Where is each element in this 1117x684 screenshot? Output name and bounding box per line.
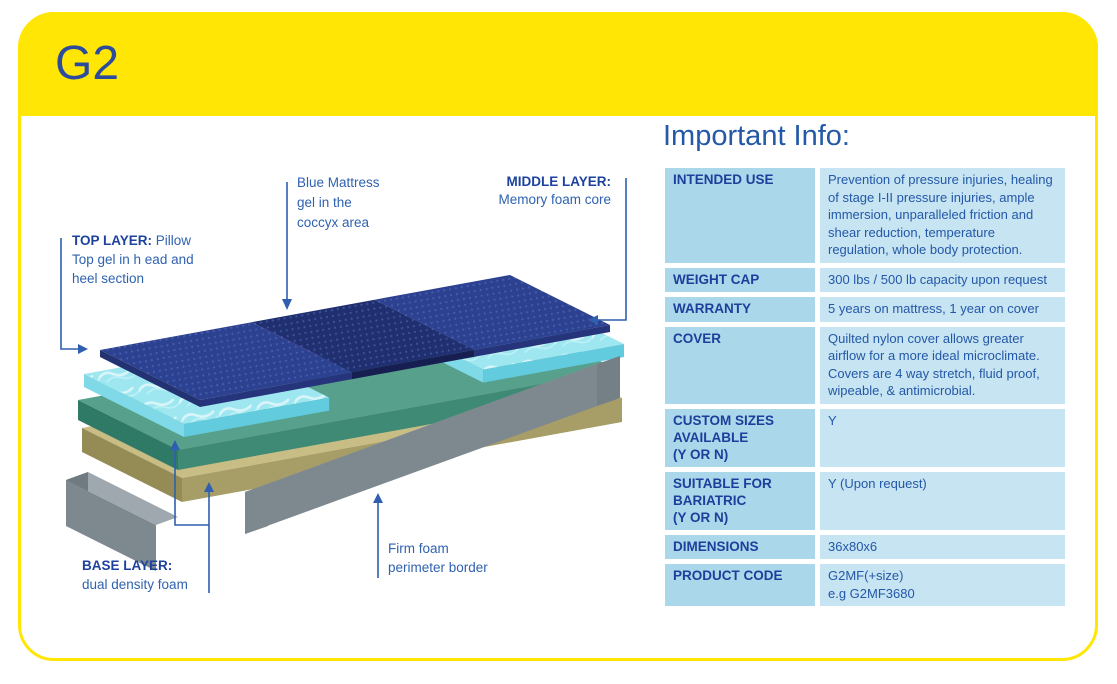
info-row-value: Quilted nylon cover allows greater airfl… [820,326,1065,404]
header-band: G2 [18,12,1098,116]
coccyx-label-line2: gel in the [297,195,352,210]
info-row-value: Y (Upon request) [820,471,1065,530]
top-layer-label-line2: Top gel in h ead and [72,252,194,267]
top-layer-label-prefix: TOP LAYER: [72,233,153,248]
firm-foam-label: Firm foam perimeter border [388,539,488,577]
info-row-value: 300 lbs / 500 lb capacity upon request [820,267,1065,292]
info-row-label: COVER [665,326,815,404]
info-row-label: WEIGHT CAP [665,267,815,292]
middle-layer-label-prefix: MIDDLE LAYER: [506,174,611,189]
info-row-value: Y [820,408,1065,467]
info-row-value: Prevention of pressure injuries, healing… [820,168,1065,263]
firm-foam-label-line2: perimeter border [388,560,488,575]
base-layer-label-prefix: BASE LAYER: [82,558,173,573]
info-row-label: CUSTOM SIZES AVAILABLE (Y OR N) [665,408,815,467]
base-layer-label: BASE LAYER: dual density foam [82,556,188,594]
info-row-label: DIMENSIONS [665,534,815,559]
table-row: INTENDED USE Prevention of pressure inju… [665,168,1065,263]
info-panel-title: Important Info: [663,120,850,152]
coccyx-gel-label: Blue Mattress gel in the coccyx area [297,173,380,233]
info-row-label: WARRANTY [665,297,815,322]
table-row: WEIGHT CAP 300 lbs / 500 lb capacity upo… [665,267,1065,292]
info-table: INTENDED USE Prevention of pressure inju… [665,168,1065,606]
info-row-label: PRODUCT CODE [665,564,815,606]
coccyx-label-line3: coccyx area [297,215,370,230]
table-row: COVER Quilted nylon cover allows greater… [665,326,1065,404]
top-layer-label-rest: Pillow [152,233,192,248]
info-row-label: SUITABLE FOR BARIATRIC (Y OR N) [665,471,815,530]
middle-layer-label-line2: Memory foam core [498,191,611,207]
table-row: CUSTOM SIZES AVAILABLE (Y OR N) Y [665,408,1065,467]
firm-foam-label-line1: Firm foam [388,541,449,556]
page-title: G2 [55,37,120,90]
table-row: PRODUCT CODE G2MF(+size) e.g G2MF3680 [665,564,1065,606]
top-layer-label: TOP LAYER: Pillow Top gel in h ead and h… [72,231,194,288]
middle-layer-label: MIDDLE LAYER: Memory foam core [491,173,611,208]
table-row: SUITABLE FOR BARIATRIC (Y OR N) Y (Upon … [665,471,1065,530]
info-row-value: 5 years on mattress, 1 year on cover [820,297,1065,322]
top-layer-label-line3: heel section [72,271,145,286]
table-row: WARRANTY 5 years on mattress, 1 year on … [665,297,1065,322]
info-row-value: G2MF(+size) e.g G2MF3680 [820,564,1065,606]
table-row: DIMENSIONS 36x80x6 [665,534,1065,559]
info-row-label: INTENDED USE [665,168,815,263]
coccyx-label-line1: Blue Mattress [297,175,380,190]
base-layer-label-line2: dual density foam [82,577,188,592]
info-row-value: 36x80x6 [820,534,1065,559]
